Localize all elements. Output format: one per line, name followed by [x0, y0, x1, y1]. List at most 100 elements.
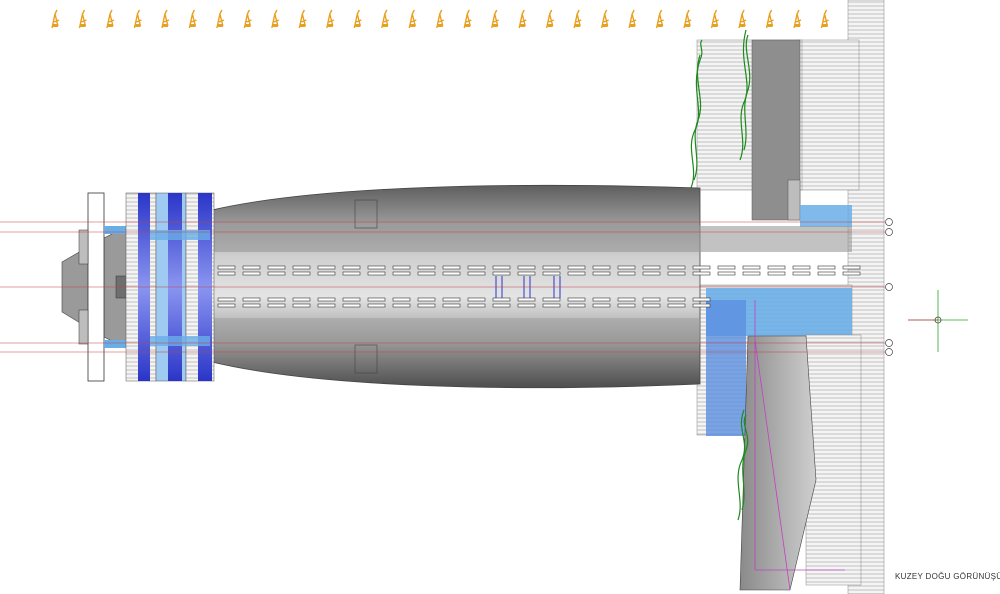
window-slot [467, 271, 486, 276]
hull-window-slots [217, 265, 861, 308]
window-slot [217, 271, 236, 276]
window-slot [492, 271, 511, 276]
elevation-marker [710, 9, 719, 29]
window-slot [417, 265, 436, 270]
window-slot [617, 265, 636, 270]
window-slot [692, 265, 711, 270]
window-slot [342, 265, 361, 270]
window-slot [417, 271, 436, 276]
elevation-marker [573, 9, 582, 29]
window-slot [267, 265, 286, 270]
window-slot [667, 265, 686, 270]
window-slot [542, 297, 561, 302]
window-slot [367, 265, 386, 270]
elevation-marker [326, 9, 335, 29]
window-slot [517, 265, 536, 270]
window-slot [667, 271, 686, 276]
window-slot [217, 303, 236, 308]
elevation-marker [820, 9, 829, 29]
elevation-marker [408, 9, 417, 29]
window-slot [467, 265, 486, 270]
elevation-marker [491, 9, 499, 29]
red-axis-lines [0, 221, 885, 353]
window-slot [392, 265, 411, 270]
window-slot [442, 297, 461, 302]
window-slot [317, 265, 336, 270]
window-slot [267, 271, 286, 276]
elevation-markers [51, 9, 857, 29]
grid-bubble [885, 228, 893, 236]
elevation-marker [133, 9, 142, 29]
elevation-marker [793, 9, 802, 29]
elevation-marker [381, 9, 390, 29]
window-slot [442, 265, 461, 270]
window-slot [767, 265, 786, 270]
window-slot [217, 265, 236, 270]
window-slot [642, 297, 661, 302]
window-slot [292, 303, 311, 308]
lower-right-block [696, 284, 862, 591]
window-slot [217, 297, 236, 302]
elevation-marker [106, 9, 115, 29]
window-slot [817, 271, 836, 276]
elevation-marker [78, 9, 87, 29]
elevation-marker [463, 9, 472, 29]
window-slot [742, 271, 761, 276]
window-slot [842, 265, 861, 270]
window-slot [417, 297, 436, 302]
window-slot [817, 265, 836, 270]
grid-bubble [885, 348, 893, 356]
elevation-marker [243, 9, 252, 29]
grid-axis-bubbles [885, 218, 893, 356]
window-slot [717, 271, 736, 276]
window-slot [592, 303, 611, 308]
view-title: KUZEY DOĞU GÖRÜNÜŞÜ [895, 572, 1000, 581]
window-slot [842, 271, 861, 276]
window-slot [467, 297, 486, 302]
grid-bubble [885, 218, 893, 226]
window-slot [242, 265, 261, 270]
window-slot [642, 271, 661, 276]
right-tower-facade [696, 0, 885, 594]
window-slot [367, 303, 386, 308]
window-slot [567, 303, 586, 308]
window-slot [342, 297, 361, 302]
elevation-marker [271, 9, 280, 29]
elevation-marker [655, 9, 664, 29]
window-slot [542, 271, 561, 276]
window-slot [292, 265, 311, 270]
grid-bubble [885, 283, 893, 291]
window-slot [642, 265, 661, 270]
window-slot [692, 271, 711, 276]
window-slot [342, 271, 361, 276]
window-slot [542, 303, 561, 308]
window-slot [392, 271, 411, 276]
window-slot [617, 297, 636, 302]
window-slot [567, 297, 586, 302]
window-slot [467, 303, 486, 308]
window-slot [692, 297, 711, 302]
window-slot [492, 265, 511, 270]
window-slot [292, 297, 311, 302]
elevation-marker [161, 9, 170, 29]
window-slot [792, 271, 811, 276]
elevation-marker [683, 9, 692, 29]
window-slot [542, 265, 561, 270]
window-slot [242, 271, 261, 276]
elevation-marker [51, 9, 60, 29]
window-slot [592, 271, 611, 276]
elevation-marker [216, 9, 225, 29]
window-slot [367, 297, 386, 302]
crosshair-symbol [908, 290, 968, 352]
window-slot [267, 303, 286, 308]
window-slot [517, 297, 536, 302]
window-slot [642, 303, 661, 308]
window-slot [667, 297, 686, 302]
window-slot [767, 271, 786, 276]
window-slot [317, 271, 336, 276]
window-slot [492, 303, 511, 308]
elevation-marker [628, 9, 637, 29]
window-slot [392, 297, 411, 302]
elevation-marker [765, 9, 774, 29]
window-slot [517, 303, 536, 308]
